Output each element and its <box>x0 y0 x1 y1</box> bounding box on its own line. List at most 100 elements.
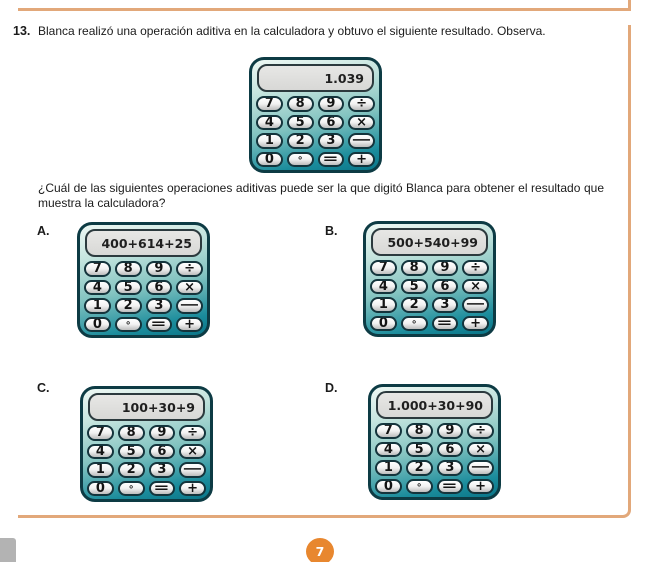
divide-key: ÷ <box>467 423 494 439</box>
plus-key: + <box>462 315 489 331</box>
digit-2-key: 2 <box>405 460 433 476</box>
equals-key: = <box>148 480 176 496</box>
divide-key: ÷ <box>179 425 206 441</box>
digit-8-key: 8 <box>114 261 142 277</box>
digit-3-key: 3 <box>317 133 345 149</box>
equals-key: = <box>436 478 464 494</box>
display-value: 1.039 <box>324 70 364 86</box>
digit-5-key: 5 <box>405 441 433 457</box>
question-intro-text: Blanca realizó una operación aditiva en … <box>38 24 546 38</box>
multiply-key: × <box>176 279 203 295</box>
digit-5-key: 5 <box>400 278 428 294</box>
digit-0-key: 0 <box>256 151 283 167</box>
option-a-label: A. <box>37 224 50 238</box>
digit-7-key: 7 <box>256 96 283 112</box>
digit-8-key: 8 <box>405 423 433 439</box>
option-b-label: B. <box>325 224 338 238</box>
option-c-label: C. <box>37 381 50 395</box>
calculator-display: 1.039 <box>257 64 374 92</box>
digit-9-key: 9 <box>436 423 464 439</box>
digit-0-key: 0 <box>84 316 111 332</box>
divide-key: ÷ <box>462 260 489 276</box>
multiply-key: × <box>348 114 375 130</box>
question-prompt-text: ¿Cuál de las siguientes operaciones adit… <box>38 181 604 210</box>
divide-key: ÷ <box>176 261 203 277</box>
display-value: 100+30+9 <box>121 399 195 415</box>
display-value: 500+540+99 <box>387 234 478 250</box>
decimal-key: ∘ <box>286 151 314 167</box>
digit-4-key: 4 <box>375 441 402 457</box>
digit-1-key: 1 <box>256 133 283 149</box>
minus-key: − <box>462 297 489 313</box>
digit-8-key: 8 <box>117 425 145 441</box>
display-value: 400+614+25 <box>101 235 192 251</box>
display-value: 1.000+30+90 <box>387 397 483 413</box>
digit-8-key: 8 <box>286 96 314 112</box>
page-number-badge: 7 <box>306 538 334 562</box>
equals-key: = <box>431 315 459 331</box>
digit-1-key: 1 <box>87 462 114 478</box>
digit-3-key: 3 <box>436 460 464 476</box>
question-number: 13. <box>13 24 31 38</box>
digit-9-key: 9 <box>145 261 173 277</box>
plus-key: + <box>467 478 494 494</box>
calculator-display: 100+30+9 <box>88 393 205 421</box>
digit-4-key: 4 <box>370 278 397 294</box>
calculator-display: 400+614+25 <box>85 229 202 257</box>
digit-1-key: 1 <box>84 298 111 314</box>
digit-9-key: 9 <box>431 260 459 276</box>
decimal-key: ∘ <box>405 478 433 494</box>
digit-6-key: 6 <box>431 278 459 294</box>
multiply-key: × <box>462 278 489 294</box>
plus-key: + <box>176 316 203 332</box>
minus-key: − <box>176 298 203 314</box>
minus-key: − <box>179 462 206 478</box>
digit-2-key: 2 <box>400 297 428 313</box>
digit-6-key: 6 <box>317 114 345 130</box>
decimal-key: ∘ <box>400 315 428 331</box>
digit-4-key: 4 <box>87 443 114 459</box>
page-number: 7 <box>315 544 325 559</box>
page-edge-tab <box>0 538 16 562</box>
digit-4-key: 4 <box>256 114 283 130</box>
calculator-display: 500+540+99 <box>371 228 488 256</box>
digit-7-key: 7 <box>84 261 111 277</box>
decimal-key: ∘ <box>117 480 145 496</box>
digit-8-key: 8 <box>400 260 428 276</box>
digit-9-key: 9 <box>148 425 176 441</box>
digit-9-key: 9 <box>317 96 345 112</box>
option-d-label: D. <box>325 381 338 395</box>
multiply-key: × <box>467 441 494 457</box>
digit-1-key: 1 <box>375 460 402 476</box>
minus-key: − <box>467 460 494 476</box>
digit-0-key: 0 <box>370 315 397 331</box>
plus-key: + <box>179 480 206 496</box>
digit-7-key: 7 <box>375 423 402 439</box>
digit-3-key: 3 <box>145 298 173 314</box>
divide-key: ÷ <box>348 96 375 112</box>
digit-6-key: 6 <box>148 443 176 459</box>
digit-4-key: 4 <box>84 279 111 295</box>
digit-7-key: 7 <box>370 260 397 276</box>
digit-0-key: 0 <box>87 480 114 496</box>
equals-key: = <box>317 151 345 167</box>
digit-1-key: 1 <box>370 297 397 313</box>
content-frame-border <box>18 25 631 518</box>
digit-2-key: 2 <box>286 133 314 149</box>
digit-6-key: 6 <box>436 441 464 457</box>
digit-5-key: 5 <box>286 114 314 130</box>
previous-section-bottom-border <box>18 0 631 11</box>
digit-3-key: 3 <box>148 462 176 478</box>
plus-key: + <box>348 151 375 167</box>
decimal-key: ∘ <box>114 316 142 332</box>
